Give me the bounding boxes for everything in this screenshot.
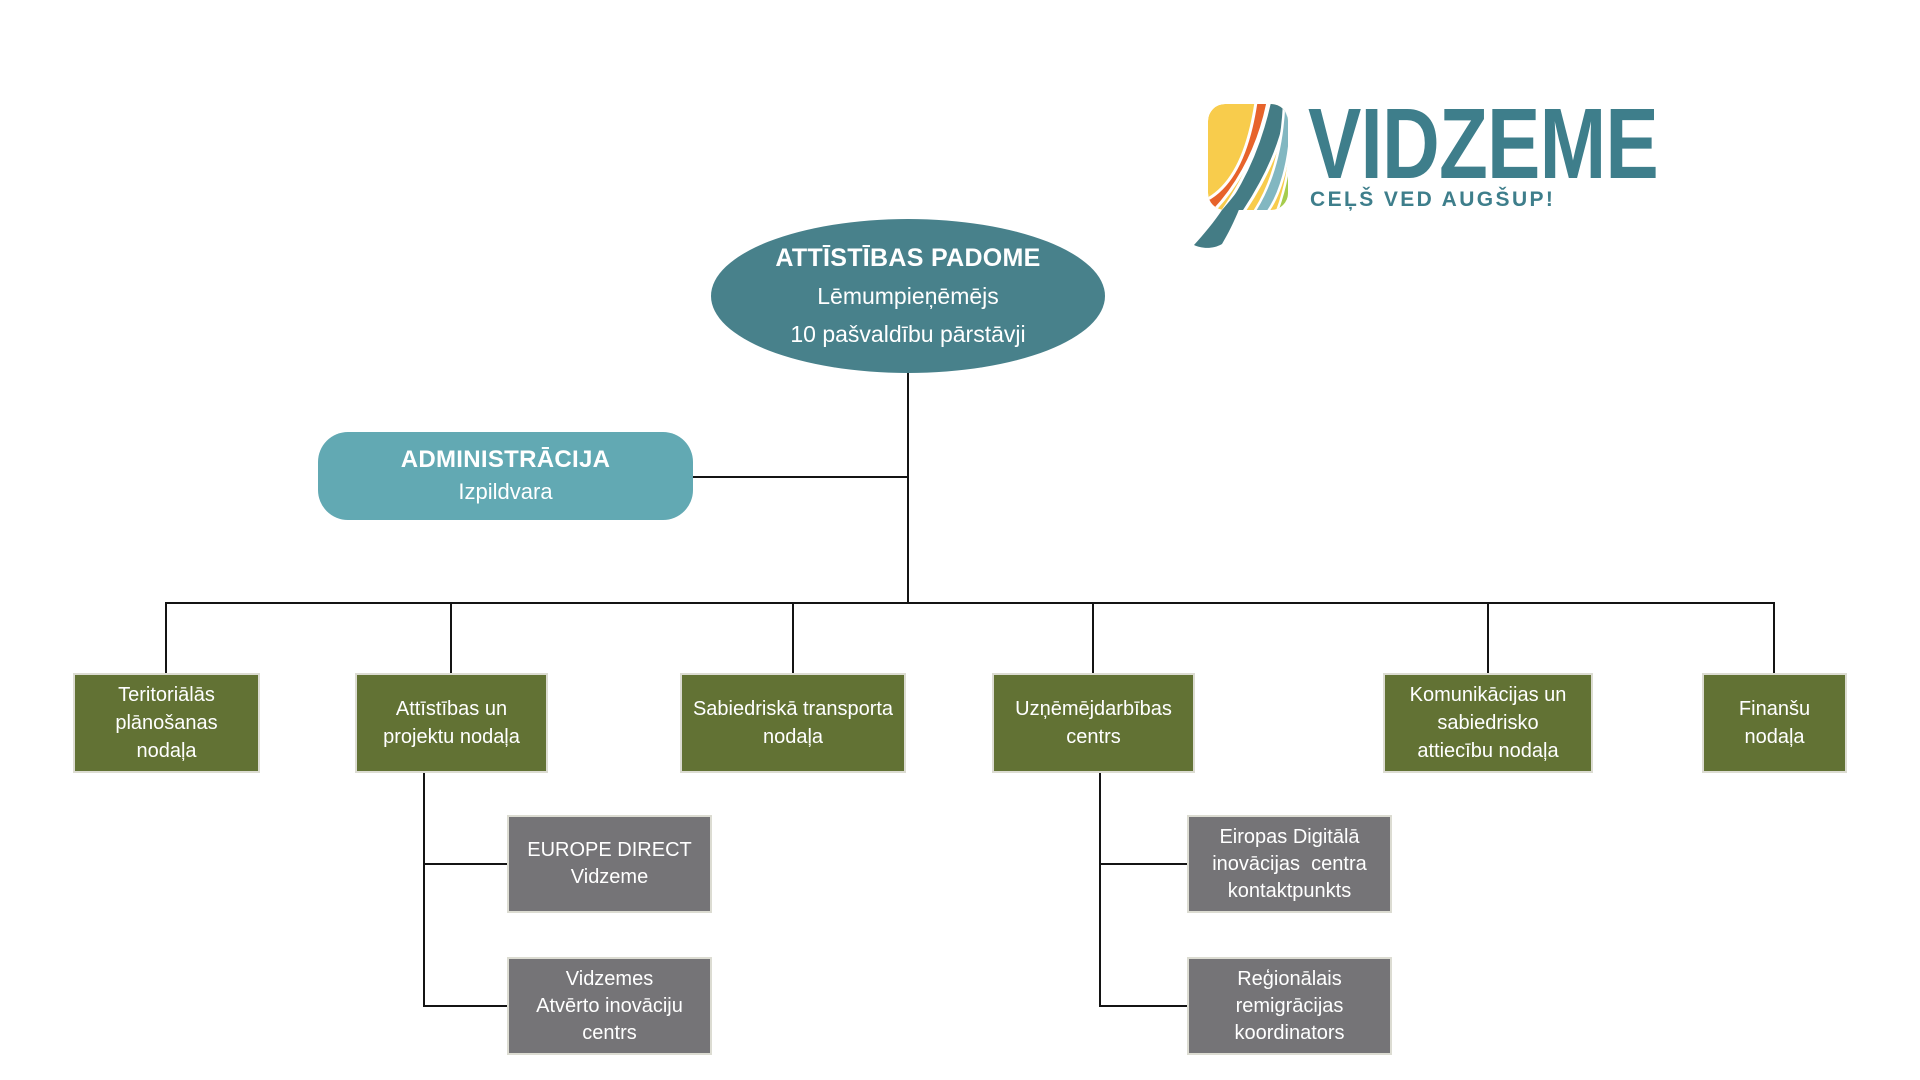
dept-label: Uzņēmējdarbības centrs — [1015, 698, 1172, 748]
administration-subtitle: Izpildvara — [458, 479, 553, 504]
subunit-label: Eiropas Digitālā inovācijas centra konta… — [1212, 825, 1367, 902]
dept-box-territorial-planning: Teritoriālās plānošanas nodaļa — [73, 673, 260, 773]
vidzeme-logo: VIDZEME CEĻŠ VED AUGŠUP! — [1192, 88, 1692, 248]
root-node-title: ATTĪSTĪBAS PADOME — [775, 244, 1041, 272]
dept-label: Komunikācijas un sabiedrisko attiecību n… — [1409, 684, 1567, 762]
subunit-label: Reģionālais remigrācijas koordinators — [1234, 967, 1345, 1044]
dept-label: Finanšu nodaļa — [1738, 698, 1811, 748]
dept-label: Teritoriālās plānošanas nodaļa — [115, 684, 218, 762]
dept-box-public-transport: Sabiedriskā transporta nodaļa — [680, 673, 906, 773]
subunit-label: EUROPE DIRECT Vidzeme — [527, 839, 692, 888]
root-node-detail: 10 pašvaldību pārstāvji — [790, 321, 1026, 347]
subunit-box-digital-innovation-hub: Eiropas Digitālā inovācijas centra konta… — [1187, 815, 1392, 913]
dept-label: Attīstības un projektu nodaļa — [383, 698, 520, 748]
subunit-box-remigration-coordinator: Reģionālais remigrācijas koordinators — [1187, 957, 1392, 1055]
subunit-label: Vidzemes Atvērto inovāciju centrs — [536, 967, 683, 1044]
dept-box-communication-pr: Komunikācijas un sabiedrisko attiecību n… — [1383, 673, 1593, 773]
subunit-box-europe-direct: EUROPE DIRECT Vidzeme — [507, 815, 712, 913]
vidzeme-logo-mark-icon — [1194, 104, 1288, 248]
administration-title: ADMINISTRĀCIJA — [400, 446, 611, 473]
subunit-box-open-innovation-centre: Vidzemes Atvērto inovāciju centrs — [507, 957, 712, 1055]
dept-box-entrepreneurship-centre: Uzņēmējdarbības centrs — [992, 673, 1195, 773]
administration-node: ADMINISTRĀCIJA Izpildvara — [318, 432, 693, 520]
dept-box-development-projects: Attīstības un projektu nodaļa — [355, 673, 548, 773]
dept-label: Sabiedriskā transporta nodaļa — [692, 698, 894, 748]
logo-tagline: CEĻŠ VED AUGŠUP! — [1310, 188, 1556, 211]
root-node-attistibas-padome: ATTĪSTĪBAS PADOME Lēmumpieņēmējs 10 pašv… — [711, 219, 1105, 373]
root-node-subtitle: Lēmumpieņēmējs — [817, 283, 999, 309]
logo-wordmark: VIDZEME — [1308, 88, 1659, 200]
dept-box-finance: Finanšu nodaļa — [1702, 673, 1847, 773]
